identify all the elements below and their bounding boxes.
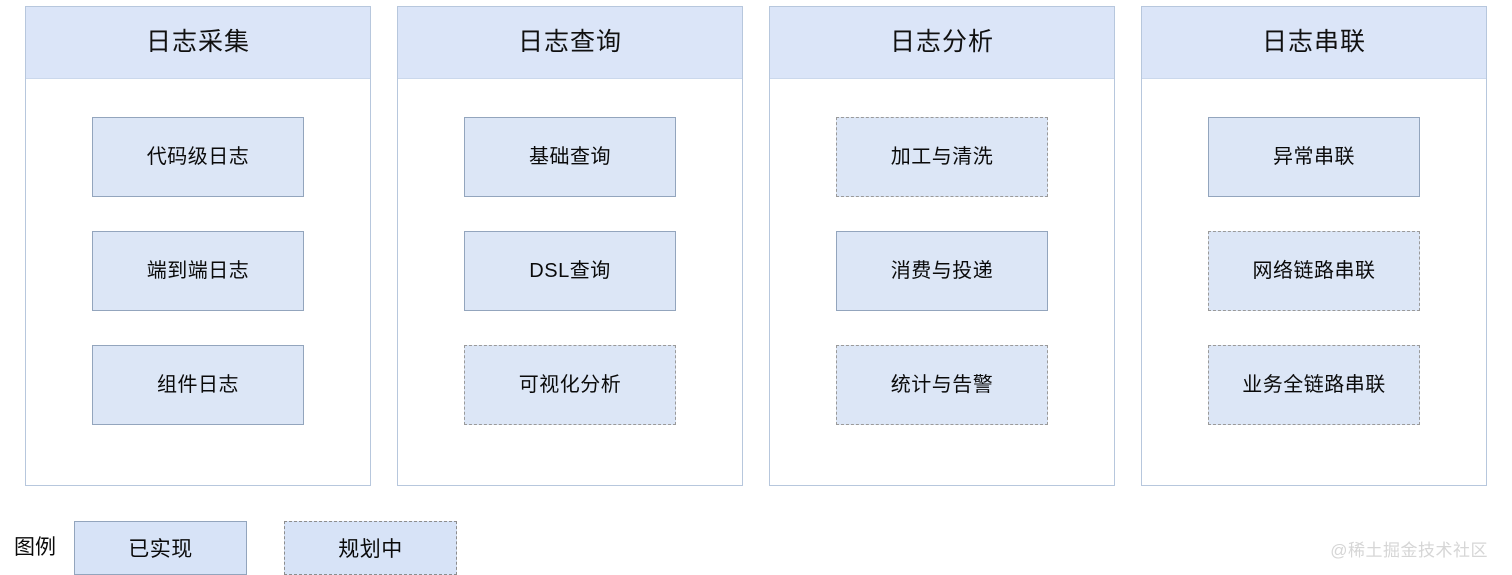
column-body: 异常串联网络链路串联业务全链路串联 xyxy=(1142,79,1486,485)
capability-item[interactable]: 组件日志 xyxy=(92,345,304,425)
legend-title: 图例 xyxy=(14,536,56,559)
capability-item[interactable]: 可视化分析 xyxy=(464,345,676,425)
capability-item[interactable]: 网络链路串联 xyxy=(1208,231,1420,311)
capability-column: 日志串联异常串联网络链路串联业务全链路串联 xyxy=(1141,6,1487,486)
column-title: 日志串联 xyxy=(1261,28,1366,56)
capability-item[interactable]: 消费与投递 xyxy=(836,231,1048,311)
capability-item[interactable]: DSL查询 xyxy=(464,231,676,311)
column-body: 代码级日志端到端日志组件日志 xyxy=(26,79,370,485)
column-body: 加工与清洗消费与投递统计与告警 xyxy=(770,79,1114,485)
capability-item-label: 消费与投递 xyxy=(890,260,994,282)
capability-item-label: 端到端日志 xyxy=(146,260,250,282)
column-header: 日志查询 xyxy=(398,7,742,79)
column-header: 日志串联 xyxy=(1142,7,1486,79)
column-title: 日志采集 xyxy=(145,28,250,56)
capability-item[interactable]: 加工与清洗 xyxy=(836,117,1048,197)
capability-item-label: DSL查询 xyxy=(529,260,611,282)
capability-column: 日志分析加工与清洗消费与投递统计与告警 xyxy=(769,6,1115,486)
capability-column: 日志采集代码级日志端到端日志组件日志 xyxy=(25,6,371,486)
capability-item[interactable]: 统计与告警 xyxy=(836,345,1048,425)
column-header: 日志采集 xyxy=(26,7,370,79)
capability-item-label: 统计与告警 xyxy=(890,374,994,396)
capability-item[interactable]: 业务全链路串联 xyxy=(1208,345,1420,425)
capability-item-label: 代码级日志 xyxy=(146,146,250,168)
capability-item[interactable]: 基础查询 xyxy=(464,117,676,197)
capability-item[interactable]: 异常串联 xyxy=(1208,117,1420,197)
capability-item-label: 异常串联 xyxy=(1273,146,1355,168)
capability-item-label: 业务全链路串联 xyxy=(1242,374,1386,396)
capability-item-label: 加工与清洗 xyxy=(890,146,994,168)
capability-item[interactable]: 代码级日志 xyxy=(92,117,304,197)
column-header: 日志分析 xyxy=(770,7,1114,79)
capability-column: 日志查询基础查询 DSL查询可视化分析 xyxy=(397,6,743,486)
legend: 图例 已实现 规划中 xyxy=(14,521,457,575)
column-title: 日志查询 xyxy=(517,28,622,56)
column-body: 基础查询 DSL查询可视化分析 xyxy=(398,79,742,485)
capability-item[interactable]: 端到端日志 xyxy=(92,231,304,311)
legend-implemented-box: 已实现 xyxy=(74,521,247,575)
capability-item-label: 网络链路串联 xyxy=(1252,260,1376,282)
legend-implemented-label: 已实现 xyxy=(128,538,193,561)
capability-item-label: 可视化分析 xyxy=(518,374,622,396)
legend-planned-label: 规划中 xyxy=(338,538,403,561)
capability-item-label: 基础查询 xyxy=(529,146,611,168)
legend-planned-box: 规划中 xyxy=(284,521,457,575)
column-title: 日志分析 xyxy=(889,28,994,56)
capability-columns: 日志采集代码级日志端到端日志组件日志 日志查询基础查询 DSL查询可视化分析 日志分析… xyxy=(25,6,1487,486)
capability-item-label: 组件日志 xyxy=(157,374,239,396)
watermark: @稀土掘金技术社区 xyxy=(1330,541,1488,560)
